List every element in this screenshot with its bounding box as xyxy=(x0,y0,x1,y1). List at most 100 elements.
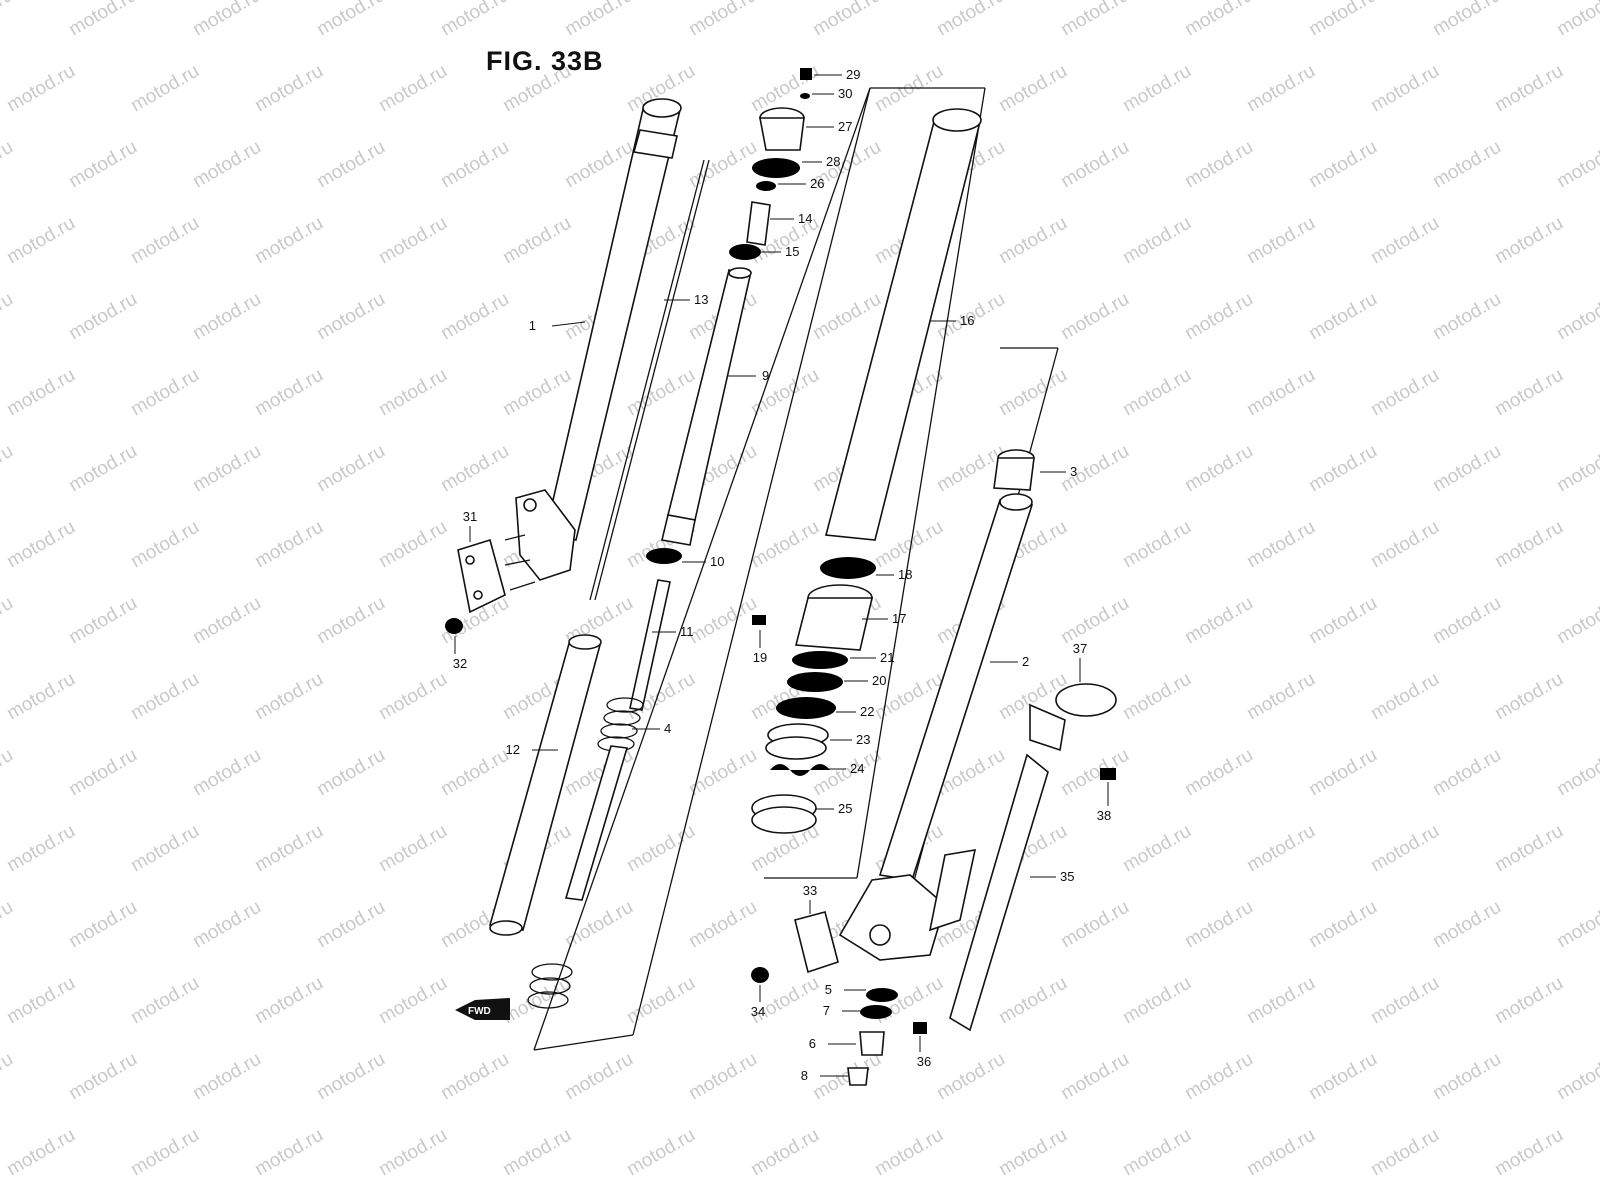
part-10-ring xyxy=(646,548,682,564)
part-1-outer-tube xyxy=(544,98,682,541)
callout-number: 33 xyxy=(803,883,817,898)
callout-number: 9 xyxy=(762,368,769,383)
part-15-collar xyxy=(729,244,761,260)
callout-number: 18 xyxy=(898,567,912,582)
callout-number: 3 xyxy=(1070,464,1077,479)
part-lower-axle-bracket xyxy=(838,849,977,961)
figure-title: FIG. 33B xyxy=(486,46,604,76)
callout-part-23: 23 xyxy=(830,732,870,747)
part-14-adjuster xyxy=(746,201,771,246)
callout-number: 22 xyxy=(860,704,874,719)
callout-number: 10 xyxy=(710,554,724,569)
callout-number: 25 xyxy=(838,801,852,816)
callout-part-21: 21 xyxy=(850,650,894,665)
left-group-bracket xyxy=(533,87,871,1051)
callout-part-1: 1 xyxy=(529,318,586,333)
callout-number: 12 xyxy=(506,742,520,757)
part-1-bracket xyxy=(515,489,576,581)
callout-part-34: 34 xyxy=(751,985,765,1019)
callout-number: 29 xyxy=(846,67,860,82)
part-22-washer xyxy=(776,697,836,719)
part-4-lower-sleeve xyxy=(564,745,629,901)
callout-part-16: 16 xyxy=(930,313,974,328)
part-3-guide-bushing xyxy=(993,449,1035,491)
callout-number: 1 xyxy=(529,318,536,333)
callout-part-4: 4 xyxy=(632,721,671,736)
part-16-outer-tube xyxy=(824,108,982,541)
callout-part-18: 18 xyxy=(876,567,912,582)
callout-number: 38 xyxy=(1097,808,1111,823)
part-18-ring xyxy=(820,557,876,579)
part-30-washer xyxy=(800,93,810,99)
callout-part-33: 33 xyxy=(803,883,817,914)
callout-number: 2 xyxy=(1022,654,1029,669)
part-17-slider xyxy=(794,584,874,651)
callout-number: 34 xyxy=(751,1004,765,1019)
part-20-bushing xyxy=(787,672,843,692)
callout-layer: 1234567891011121314151617181920212223242… xyxy=(453,67,1111,1083)
callout-number: 26 xyxy=(810,176,824,191)
callout-number: 8 xyxy=(801,1068,808,1083)
part-11-piston-rod xyxy=(629,579,671,711)
part-21-ring xyxy=(792,651,848,669)
callout-part-3: 3 xyxy=(1040,464,1077,479)
part-25-dust-seal xyxy=(751,794,817,834)
callout-number: 31 xyxy=(463,509,477,524)
callout-part-15: 15 xyxy=(760,244,799,259)
callout-number: 24 xyxy=(850,761,864,776)
part-5-washer xyxy=(866,988,898,1002)
callout-part-14: 14 xyxy=(770,211,812,226)
part-35-fork-guard xyxy=(949,753,1049,1032)
callout-part-13: 13 xyxy=(664,292,708,307)
part-lower-spring xyxy=(527,963,573,1009)
part-8-cap xyxy=(847,1067,869,1086)
callout-part-31: 31 xyxy=(463,509,477,542)
callout-number: 36 xyxy=(917,1054,931,1069)
callout-part-26: 26 xyxy=(778,176,824,191)
callout-part-25: 25 xyxy=(816,801,852,816)
callout-number: 21 xyxy=(880,650,894,665)
part-9-damper-cylinder xyxy=(661,267,752,546)
part-38-bolt xyxy=(1100,768,1116,780)
part-23-oil-seal xyxy=(765,723,829,760)
callout-number: 20 xyxy=(872,673,886,688)
callout-leader xyxy=(551,321,586,327)
callout-part-37: 37 xyxy=(1073,641,1087,682)
callout-part-32: 32 xyxy=(453,636,467,671)
callout-number: 28 xyxy=(826,154,840,169)
callout-part-5: 5 xyxy=(825,982,866,997)
callout-part-7: 7 xyxy=(823,1003,862,1018)
callout-number: 35 xyxy=(1060,869,1074,884)
part-37-band-clamp xyxy=(1029,683,1117,752)
part-24-stopper-ring xyxy=(770,764,830,776)
callout-number: 5 xyxy=(825,982,832,997)
callout-part-2: 2 xyxy=(990,654,1029,669)
callout-part-36: 36 xyxy=(917,1036,931,1069)
callout-part-30: 30 xyxy=(812,86,852,101)
callout-number: 30 xyxy=(838,86,852,101)
callout-part-19: 19 xyxy=(753,630,767,665)
callout-number: 16 xyxy=(960,313,974,328)
callout-part-11: 11 xyxy=(652,624,694,639)
callout-number: 27 xyxy=(838,119,852,134)
callout-number: 14 xyxy=(798,211,812,226)
callout-number: 6 xyxy=(809,1036,816,1051)
part-31-clamp xyxy=(457,538,506,614)
callout-part-29: 29 xyxy=(814,67,860,82)
fwd-direction-badge: FWD xyxy=(455,998,510,1020)
callout-part-20: 20 xyxy=(844,673,886,688)
callout-number: 32 xyxy=(453,656,467,671)
callout-part-6: 6 xyxy=(809,1036,856,1051)
part-34-bolt xyxy=(751,967,769,983)
part-4-spring xyxy=(597,697,644,752)
callout-part-9: 9 xyxy=(728,368,769,383)
fwd-label: FWD xyxy=(468,1006,491,1017)
callout-number: 37 xyxy=(1073,641,1087,656)
callout-part-12: 12 xyxy=(506,742,558,757)
part-33-clamp-plate xyxy=(794,911,839,974)
part-7-gasket xyxy=(860,1005,892,1019)
callout-number: 4 xyxy=(664,721,671,736)
callout-part-27: 27 xyxy=(806,119,852,134)
callout-number: 11 xyxy=(680,624,694,639)
